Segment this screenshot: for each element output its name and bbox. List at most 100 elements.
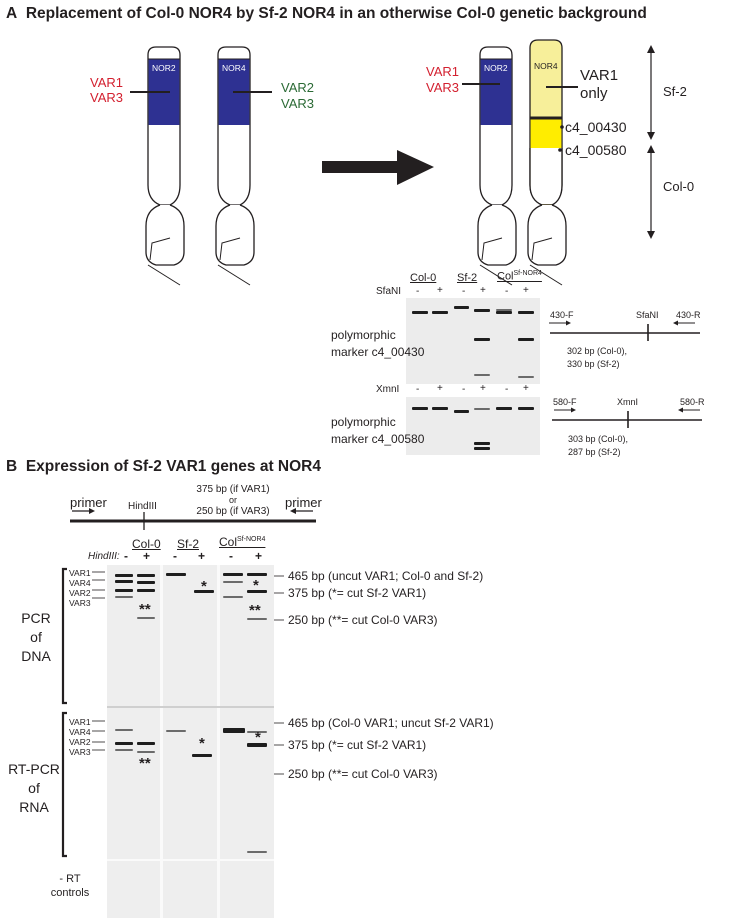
star-cut-sf2-var1: * [255,729,261,746]
marker-c4-00580: c4_00580 [565,142,627,158]
var-label: VAR3 [281,96,314,111]
sign: - [124,549,128,563]
var-label: VAR1 [90,75,123,90]
var-ladder-label: VAR4 [69,727,91,737]
panel-a-letter: A [6,5,18,22]
star-cut-col0-var3: ** [249,602,261,619]
gel-b-group-colsf: ColSf-NOR4 [219,535,265,549]
hindiii-map [70,508,316,530]
size-label-465: 465 bp (uncut VAR1; Col-0 and Sf-2) [288,569,484,583]
size-label-250: 250 bp (**= cut Col-0 VAR3) [288,613,438,627]
size-ticks [274,575,284,775]
var-ladder-pcr: VAR1 VAR4 VAR2 VAR3 [69,568,91,608]
var-label: only [580,85,608,102]
panel-b-letter: B [6,458,18,475]
var-list-right-nor2: VAR1 VAR3 [426,64,459,96]
chromosome-nor2-left [145,46,185,286]
row-label-line: RT-PCR [8,761,60,777]
primer-580r: 580-R [680,397,705,407]
size-line: 303 bp (Col-0), [568,434,629,444]
size-label-465: 465 bp (Col-0 VAR1; uncut Sf-2 VAR1) [288,716,494,730]
sign: - [505,384,509,395]
var-label: VAR3 [90,90,123,105]
var-label: VAR3 [426,80,459,95]
gel-a-group-sf2: Sf-2 [457,272,478,284]
size-line: 287 bp (Sf-2) [568,447,621,457]
chromosome-nor2-right [477,46,517,286]
site-xmni: XmnI [617,397,639,407]
gel-b-superscript: Sf-NOR4 [237,536,266,543]
star-cut-col0-var3: ** [139,755,151,772]
var-ladder-label: VAR3 [69,747,91,757]
sign: + [143,549,151,563]
sign: + [198,549,206,563]
var-label: VAR1 [580,67,619,84]
marker-label-line: marker c4_00430 [331,345,425,359]
gel-a-group-col0: Col-0 [410,272,437,284]
chromosome-nor4-left [215,46,255,286]
product-line: 250 bp (if VAR3) [196,506,270,517]
panel-a-title: A Replacement of Col-0 NOR4 by Sf-2 NOR4… [6,5,647,23]
region-sf2: Sf-2 [663,84,687,99]
gel-b-group-sf2: Sf-2 [177,537,200,551]
size-line: 302 bp (Col-0), [567,346,628,356]
sign: + [480,383,486,394]
region-arrows [647,45,655,239]
sign: - [462,384,466,395]
row-label-line: controls [50,887,90,899]
enzyme-sfani: SfaNI [376,286,402,297]
var-ladder-label: VAR3 [69,598,91,608]
marker-c4-00430: c4_00430 [565,119,627,135]
var-label: VAR1 [426,64,459,79]
sign: - [229,549,233,563]
site-hindiii: HindIII [128,501,157,512]
row-label-rtpcr: RT-PCR of RNA [4,760,64,817]
sign: - [173,549,177,563]
gel-xmni [406,397,540,455]
var-label: VAR2 [281,80,314,95]
marker-maps [549,320,702,428]
row-label-line: RNA [19,799,49,815]
var-ladder-label: VAR2 [69,737,91,747]
nor4-label-left: NOR4 [222,63,246,73]
row-label-line: of [30,629,42,645]
product-line: 375 bp (if VAR1) [196,484,270,495]
row-label-line: PCR [21,610,51,626]
row-label-rt-controls: - RT controls [40,872,100,900]
region-col0: Col-0 [663,179,695,194]
marker-label-line: polymorphic [331,328,396,342]
site-sfani: SfaNI [636,310,659,320]
row-label-pcr: PCR of DNA [18,609,54,666]
primer-430r: 430-R [676,310,701,320]
panel-b-title: B Expression of Sf-2 VAR1 genes at NOR4 [6,458,321,476]
gel-a-superscript: Sf-NOR4 [513,270,542,277]
gel-b-group-colsf-text: Col [219,535,238,549]
marker-label-line: marker c4_00580 [331,432,425,446]
var-list-right-nor4: VAR1 only [580,67,618,103]
size-line: 330 bp (Sf-2) [567,359,620,369]
sign: + [437,383,443,394]
panel-b-title-text: Expression of Sf-2 VAR1 genes at NOR4 [25,458,321,475]
primer-right: primer [285,495,322,510]
var-ladder-label: VAR2 [69,588,91,598]
product-line: or [228,495,237,505]
var-ladder-label: VAR1 [69,717,91,727]
enzyme-hindiii: HindIII: [88,551,120,562]
chromosome-nor4-right [527,39,567,286]
star-cut-sf2-var1: * [199,735,205,752]
size-label-375: 375 bp (*= cut Sf-2 VAR1) [288,586,427,600]
product-sizes: 375 bp (if VAR1) or 250 bp (if VAR3) [183,484,283,517]
sign: + [523,383,529,394]
gel-hindiii [107,565,274,918]
gel-sfani [406,298,540,384]
sign: - [462,286,466,297]
star-cut-sf2-var1: * [201,578,207,595]
panel-a-title-text: Replacement of Col-0 NOR4 by Sf-2 NOR4 i… [25,5,647,22]
marker-label-c4-00430: polymorphic marker c4_00430 [331,327,424,361]
primer-430f: 430-F [550,310,574,320]
sign: + [437,285,443,296]
marker-label-line: polymorphic [331,415,396,429]
star-cut-col0-var3: ** [139,601,151,618]
transition-arrow [322,150,434,185]
var-list-left-nor4: VAR2 VAR3 [281,80,314,112]
